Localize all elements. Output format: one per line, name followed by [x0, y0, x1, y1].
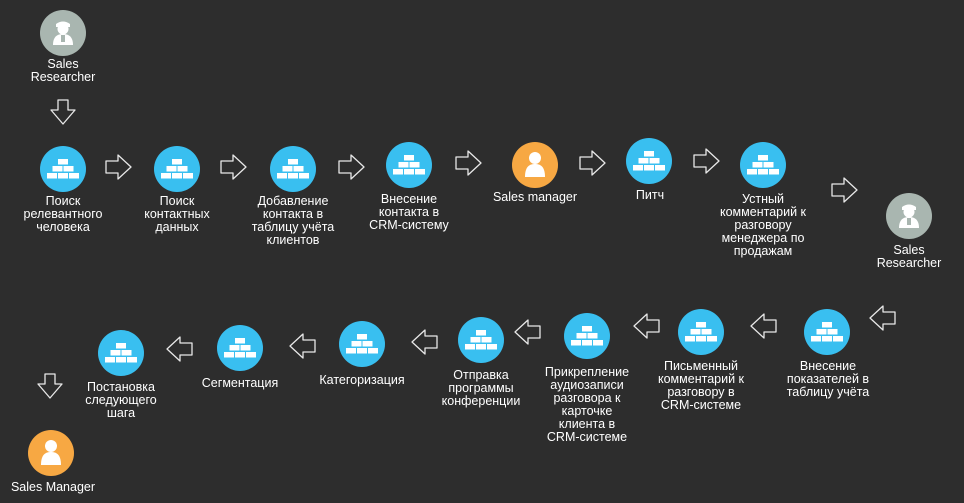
arrow-left-icon: [750, 313, 777, 339]
researcher-icon: [40, 10, 86, 56]
arrow-left-icon: [166, 336, 193, 362]
gold-bars-icon: [386, 142, 432, 188]
arrow-left-icon: [869, 305, 896, 331]
gold-bars-icon: [339, 321, 385, 367]
gold-bars-icon: [678, 309, 724, 355]
gold-bars-icon: [98, 330, 144, 376]
arrow-right-icon: [455, 150, 482, 176]
arrow-right-icon: [693, 148, 720, 174]
step-label: Отправка программы конференции: [441, 368, 521, 408]
actor-label: Sales Manager: [10, 480, 96, 494]
gold-bars-icon: [270, 146, 316, 192]
gold-bars-icon: [740, 142, 786, 188]
step-label: Письменный комментарий к разговору в CRM…: [658, 359, 744, 412]
actor-label: Sales manager: [492, 190, 578, 204]
arrow-down-icon: [50, 99, 76, 125]
step-label: Внесение контакта в CRM-систему: [369, 192, 449, 232]
researcher-icon: [886, 193, 932, 239]
step-label: Внесение показателей в таблицу учёта: [786, 359, 870, 399]
step-label: Устный комментарий к разговору менеджера…: [720, 192, 806, 258]
arrow-right-icon: [338, 154, 365, 180]
arrow-right-icon: [579, 150, 606, 176]
arrow-down-icon: [37, 373, 63, 399]
gold-bars-icon: [458, 317, 504, 363]
step-label: Поиск релевантного человека: [23, 194, 103, 234]
actor-label: Sales Researcher: [30, 57, 96, 84]
step-label: Категоризация: [319, 373, 405, 387]
arrow-left-icon: [633, 313, 660, 339]
gold-bars-icon: [564, 313, 610, 359]
arrow-right-icon: [831, 177, 858, 203]
step-label: Питч: [635, 188, 665, 202]
step-label: Постановка следующего шага: [85, 380, 157, 420]
person-icon: [28, 430, 74, 476]
gold-bars-icon: [626, 138, 672, 184]
arrow-left-icon: [514, 319, 541, 345]
person-icon: [512, 142, 558, 188]
actor-label: Sales Researcher: [876, 243, 942, 270]
arrow-right-icon: [220, 154, 247, 180]
gold-bars-icon: [217, 325, 263, 371]
arrow-left-icon: [411, 329, 438, 355]
step-label: Добавление контакта в таблицу учёта клие…: [251, 194, 335, 247]
step-label: Сегментация: [201, 376, 279, 390]
gold-bars-icon: [804, 309, 850, 355]
step-label: Поиск контактных данных: [144, 194, 210, 234]
step-label: Прикрепление аудиозаписи разговора к кар…: [544, 365, 630, 444]
gold-bars-icon: [154, 146, 200, 192]
arrow-left-icon: [289, 333, 316, 359]
arrow-right-icon: [105, 154, 132, 180]
gold-bars-icon: [40, 146, 86, 192]
